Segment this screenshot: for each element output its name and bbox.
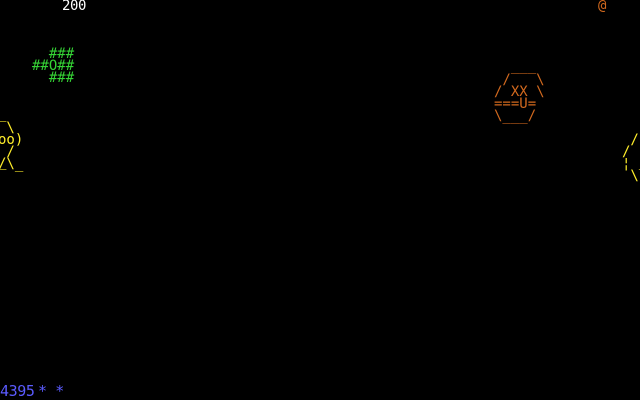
orange-enemy-sprite: /‾‾‾\ / XX \ ===U= \___/ [494,72,545,124]
yellow-creature-row: ¦ [622,121,640,135]
orange-enemy-row: /‾‾‾\ [494,72,545,88]
lives-indicator: * * [38,382,64,400]
yellow-creature-row: /\_ [0,156,24,172]
player-marker-icon: @ [598,0,607,14]
yellow-creature-row: oo) [0,132,24,148]
orange-enemy-row: \___/ [494,108,537,124]
green-alien-row: ### [32,70,75,86]
yellow-creature-row: \‾ [630,168,640,184]
yellow-creature-right-sprite: ¦ / / ¦ \‾ [622,121,640,184]
yellow-creature-row: ¦ [622,156,631,172]
orange-enemy-row: ===U= [494,96,537,112]
yellow-creature-row: / [622,132,639,148]
green-alien-row: ##O## [32,58,75,74]
green-alien-sprite: ### ##O## ### [32,46,75,86]
hiscore-display: 4395 [0,382,35,400]
yellow-creature-row: ‾\ [0,120,15,136]
yellow-creature-row: / [622,144,631,160]
orange-enemy-row: / XX \ [494,84,545,100]
yellow-creature-row: ‾ [0,169,23,183]
green-alien-row: ### [32,46,75,62]
yellow-creature-row: / [6,144,15,160]
score-display: 200 [62,0,87,14]
yellow-creature-left-sprite: ‾\ oo) / /\_ ‾ [0,120,24,183]
